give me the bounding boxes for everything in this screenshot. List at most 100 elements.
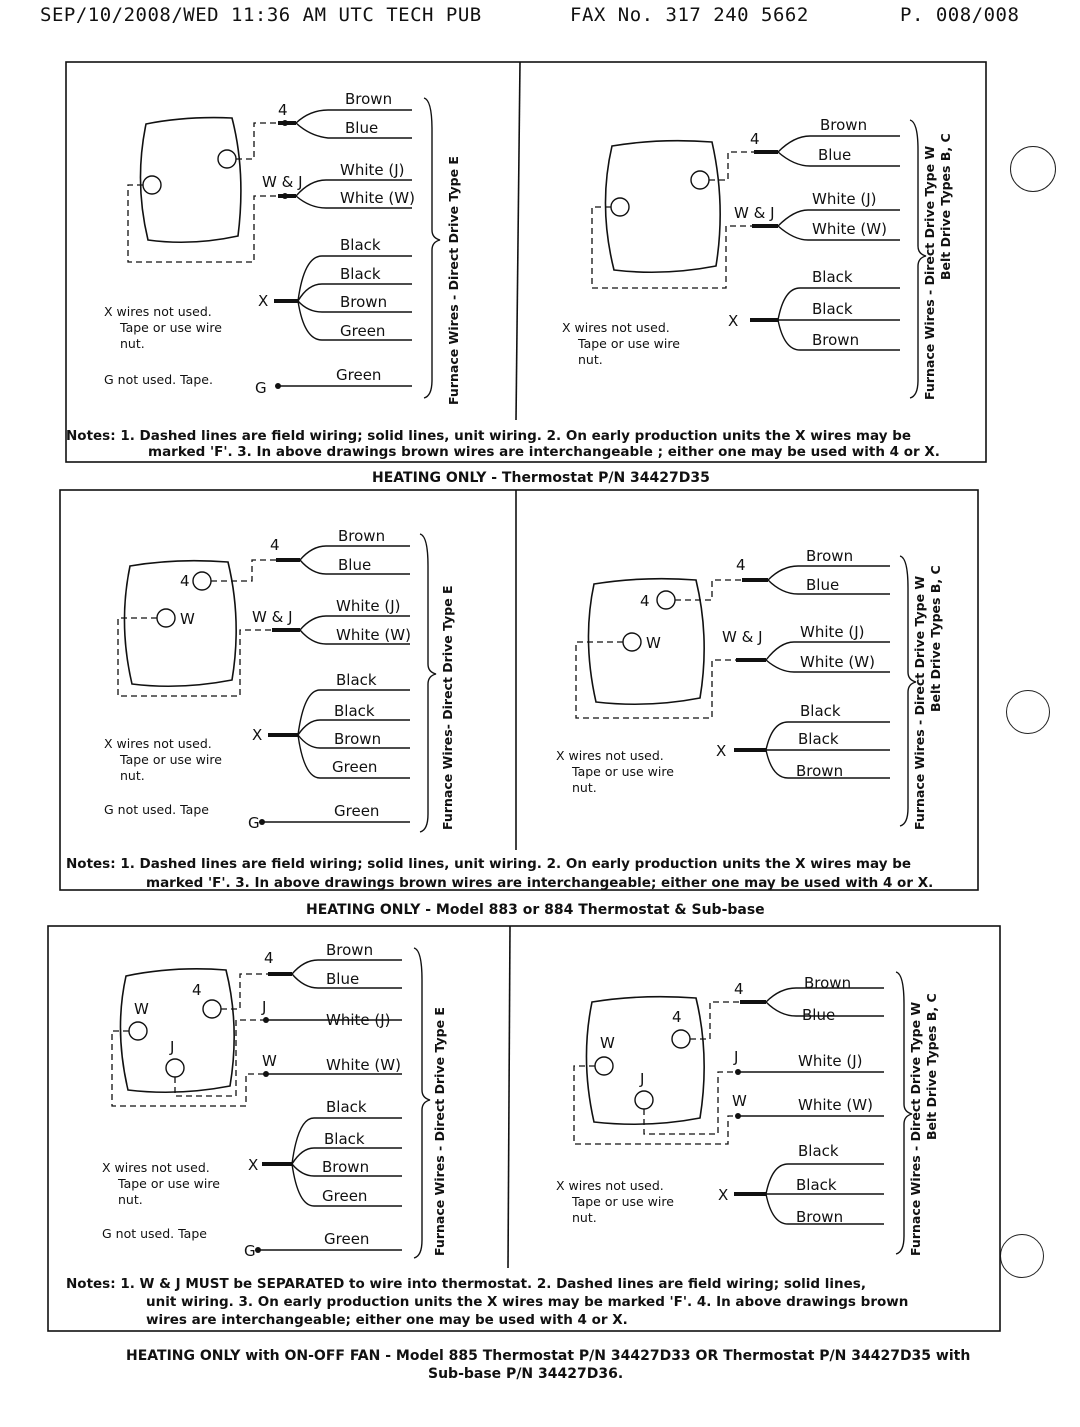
- label-black: Black: [796, 1176, 837, 1194]
- thermostat-terminal-4: [202, 999, 222, 1019]
- side-label-belt-drive: Belt Drive Types B, C: [924, 993, 939, 1140]
- wire-white-j: [765, 641, 890, 661]
- label-brown: Brown: [326, 941, 373, 959]
- panel-3-notes-line2: unit wiring. 3. On early production unit…: [146, 1294, 908, 1310]
- junction-dot: [282, 120, 288, 126]
- wire-black: [777, 287, 900, 321]
- label-blue: Blue: [818, 146, 851, 164]
- label-blue: Blue: [802, 1006, 835, 1024]
- terminal-label-x: X: [728, 312, 738, 330]
- label-brown: Brown: [812, 331, 859, 349]
- wire-black: [765, 721, 890, 751]
- terminal-label-4: 4: [264, 949, 274, 967]
- field-wire-j: [174, 1019, 266, 1097]
- side-label-type-w: Furnace Wires - Direct Drive Type W: [912, 576, 927, 830]
- note-x-tape: Tape or use wire: [119, 752, 222, 767]
- panel-2-right-diagram: Brown Blue White (J) White (W) Black Bla…: [556, 547, 943, 830]
- label-white-j: White (J): [800, 623, 865, 641]
- label-brown: Brown: [345, 90, 392, 108]
- wire-black: [297, 255, 412, 302]
- note-x-tape: Tape or use wire: [577, 336, 680, 351]
- thermostat-terminal-4: [192, 571, 212, 591]
- wire-brown: [777, 319, 900, 351]
- label-white-w: White (W): [798, 1096, 873, 1114]
- panel-2-notes-line2: marked 'F'. 3. In above drawings brown w…: [146, 875, 933, 891]
- side-label-type-w: Furnace Wires - Direct Drive Type W: [908, 1002, 923, 1256]
- panel-1-notes-line2: marked 'F'. 3. In above drawings brown w…: [148, 444, 940, 460]
- label-brown: Brown: [796, 762, 843, 780]
- label-blue: Blue: [806, 576, 839, 594]
- panel-1-caption: HEATING ONLY - Thermostat P/N 34427D35: [372, 470, 710, 486]
- terminal-label-g: G: [244, 1242, 256, 1260]
- note-x-tape: Tape or use wire: [571, 1194, 674, 1209]
- note-x-nut: nut.: [120, 768, 145, 783]
- note-x-tape: Tape or use wire: [117, 1176, 220, 1191]
- terminal-label-w: W: [134, 1000, 149, 1018]
- panel-3-divider: [507, 925, 511, 1269]
- terminal-label-wj: W & J: [252, 608, 293, 626]
- fax-date: SEP/10/2008/WED 11:36 AM UTC TECH PUB: [40, 4, 482, 26]
- terminal-label-g: G: [255, 379, 267, 397]
- terminal-label-wj: W & J: [734, 204, 775, 222]
- wire-green: [297, 300, 412, 341]
- terminal-label-4: 4: [278, 101, 288, 119]
- wire-white-w: [295, 195, 412, 209]
- field-wire-wj: [575, 641, 740, 719]
- label-brown: Brown: [804, 974, 851, 992]
- panel-3-notes-line1: Notes: 1. W & J MUST be SEPARATED to wir…: [66, 1276, 866, 1292]
- hole-punch-middle: [1006, 690, 1050, 734]
- label-white-j: White (J): [340, 161, 405, 179]
- panel-3-caption-line1: HEATING ONLY with ON-OFF FAN - Model 885…: [126, 1348, 970, 1364]
- fax-number: FAX No. 317 240 5662: [570, 4, 809, 26]
- note-g-not-used: G not used. Tape: [102, 1226, 207, 1241]
- wire-black: [291, 1117, 402, 1165]
- label-brown: Brown: [796, 1208, 843, 1226]
- panel-2-caption: HEATING ONLY - Model 883 or 884 Thermost…: [306, 902, 765, 918]
- thermostat-terminal: [217, 149, 237, 169]
- note-x-nut: nut.: [572, 780, 597, 795]
- fax-header: SEP/10/2008/WED 11:36 AM UTC TECH PUB FA…: [40, 4, 1020, 30]
- thermostat-terminal-w: [594, 1056, 614, 1076]
- label-white-j: White (J): [326, 1011, 391, 1029]
- label-black: Black: [326, 1098, 367, 1116]
- label-white-j: White (J): [812, 190, 877, 208]
- terminal-label-j: J: [639, 1070, 644, 1088]
- thermostat-body: [123, 559, 237, 688]
- label-black: Black: [800, 702, 841, 720]
- wire-white-j: [295, 179, 412, 197]
- wire-brown: [765, 1193, 884, 1225]
- wire-brown: [765, 749, 890, 779]
- label-green: Green: [322, 1187, 367, 1205]
- terminal-label-4: 4: [270, 536, 280, 554]
- note-x-nut: nut.: [120, 336, 145, 351]
- wire-blue: [767, 579, 890, 595]
- terminal-label-x: X: [252, 726, 262, 744]
- panel-1-frame: [65, 61, 987, 463]
- terminal-label-w: W: [600, 1034, 615, 1052]
- label-black: Black: [798, 730, 839, 748]
- note-g-not-used: G not used. Tape.: [104, 372, 213, 387]
- panel-3-right-diagram: Brown Blue White (J) White (W) Black Bla…: [556, 971, 939, 1256]
- label-black: Black: [340, 236, 381, 254]
- terminal-label-4: 4: [180, 572, 190, 590]
- wire-blue: [295, 122, 412, 139]
- wire-brown: [777, 135, 900, 153]
- terminal-label-w: W: [646, 634, 661, 652]
- thermostat-terminal: [610, 197, 630, 217]
- thermostat-terminal-w: [622, 632, 642, 652]
- label-white-w: White (W): [800, 653, 875, 671]
- wire-black: [297, 689, 410, 736]
- panel-3-frame: [47, 925, 1001, 1332]
- field-wire-4: [236, 122, 284, 160]
- wire-brown: [291, 1163, 402, 1177]
- label-green: Green: [336, 366, 381, 384]
- panel-1-divider: [515, 61, 521, 421]
- label-blue: Blue: [345, 119, 378, 137]
- label-white-w: White (W): [326, 1056, 401, 1074]
- terminal-label-j: J: [169, 1038, 174, 1056]
- label-green: Green: [324, 1230, 369, 1248]
- wire-blue: [291, 973, 402, 989]
- note-x-nut: nut.: [572, 1210, 597, 1225]
- terminal-label-j: J: [261, 998, 266, 1016]
- thermostat-body: [119, 968, 235, 1094]
